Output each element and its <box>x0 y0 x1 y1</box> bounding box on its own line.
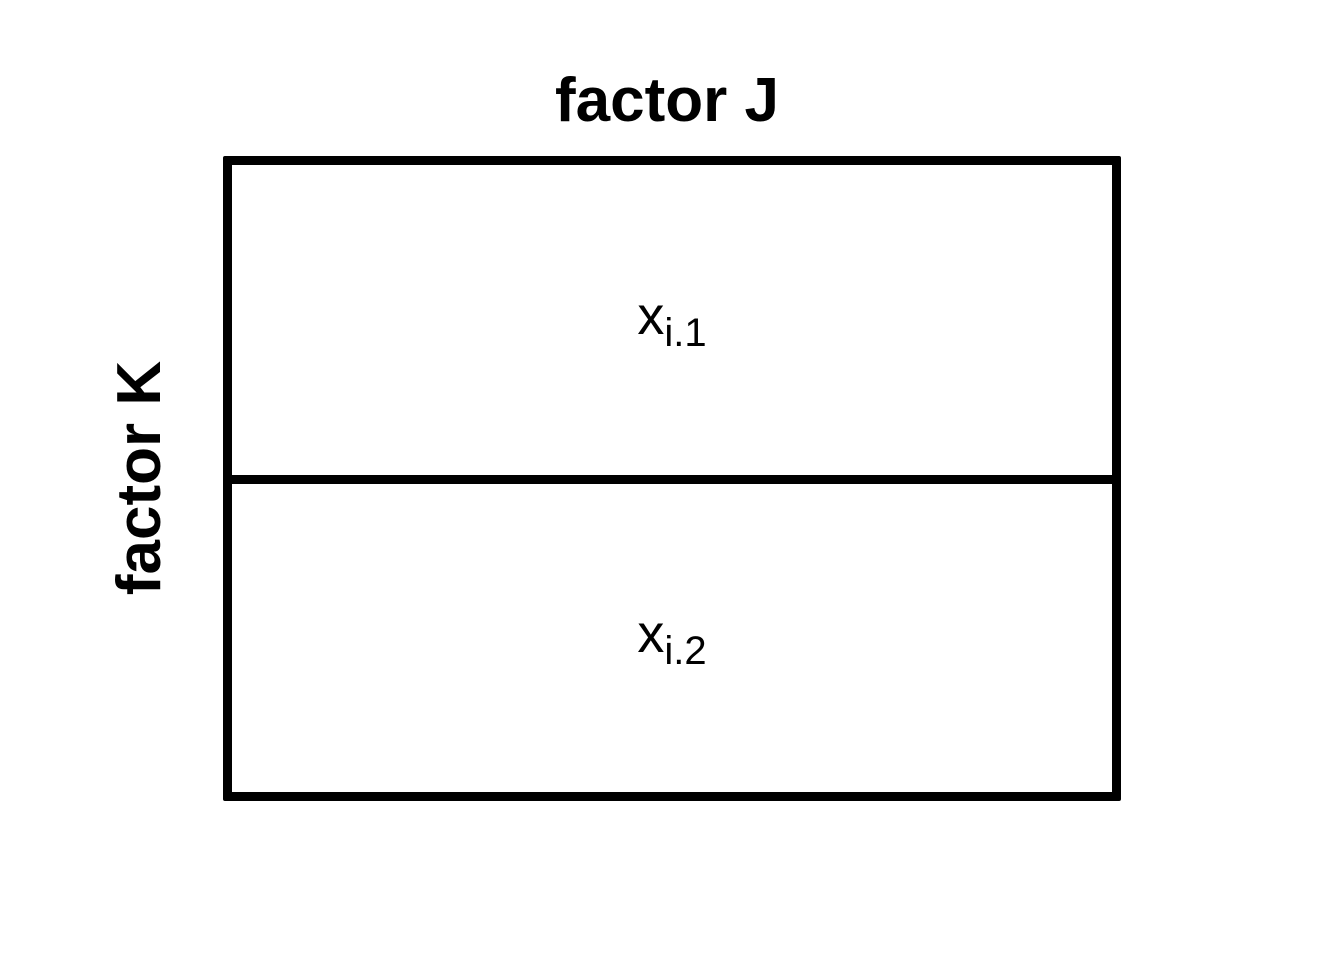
cell-subscript: i.2 <box>664 629 707 673</box>
cell-label-row-1: xi.1 <box>0 286 1344 355</box>
cell-subscript: i.1 <box>664 311 707 355</box>
cell-symbol: x <box>637 604 665 664</box>
column-factor-label: factor J <box>0 66 1344 136</box>
row-factor-label: factor K <box>105 360 174 596</box>
column-factor-text: factor J <box>555 66 779 135</box>
cell-symbol: x <box>637 286 665 346</box>
cell-label-row-2: xi.2 <box>0 604 1344 673</box>
row-divider-line <box>223 475 1121 484</box>
